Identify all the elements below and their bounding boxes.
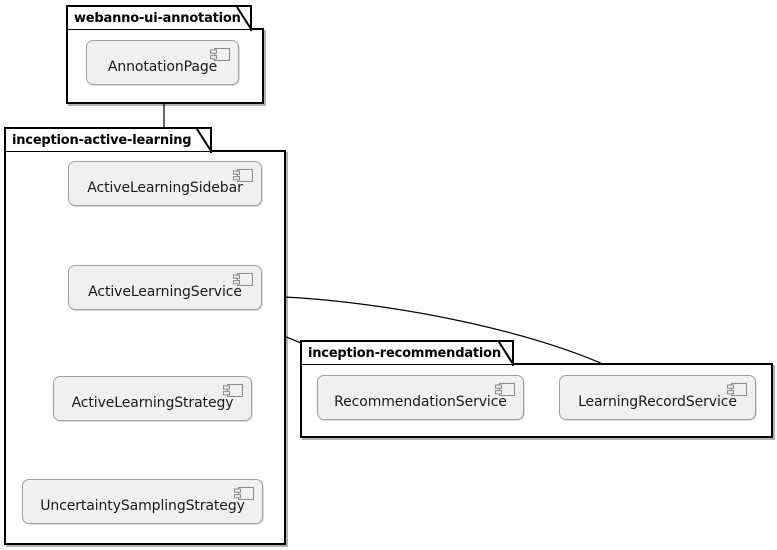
component-annotation-page[interactable]: AnnotationPage bbox=[86, 40, 239, 85]
component-recommendation-service[interactable]: RecommendationService bbox=[317, 375, 524, 420]
component-label-active-learning-service: ActiveLearningService bbox=[88, 284, 242, 300]
package-tab-fold-icon bbox=[196, 128, 212, 153]
component-label-annotation-page: AnnotationPage bbox=[107, 59, 218, 75]
package-tab-fold-icon bbox=[498, 341, 514, 366]
package-label-inception-recommendation: inception-recommendation bbox=[308, 345, 501, 361]
component-icon bbox=[233, 169, 253, 182]
package-tab-inception-active-learning: inception-active-learning bbox=[4, 127, 212, 153]
package-inception-recommendation[interactable]: inception-recommendation RecommendationS… bbox=[300, 340, 773, 438]
package-inception-active-learning[interactable]: inception-active-learning ActiveLearning… bbox=[4, 127, 286, 545]
component-label-learning-record-service: LearningRecordService bbox=[578, 394, 737, 410]
component-uncertainty-sampling-strategy[interactable]: UncertaintySamplingStrategy bbox=[22, 479, 263, 524]
component-label-active-learning-strategy: ActiveLearningStrategy bbox=[71, 395, 234, 411]
component-icon bbox=[210, 48, 230, 61]
component-active-learning-strategy[interactable]: ActiveLearningStrategy bbox=[53, 376, 252, 421]
component-active-learning-service[interactable]: ActiveLearningService bbox=[68, 265, 262, 310]
package-label-webanno-ui-annotation: webanno-ui-annotation bbox=[74, 10, 241, 26]
component-icon bbox=[223, 384, 243, 397]
component-label-active-learning-sidebar: ActiveLearningSidebar bbox=[87, 180, 243, 196]
package-label-inception-active-learning: inception-active-learning bbox=[12, 132, 192, 148]
component-learning-record-service[interactable]: LearningRecordService bbox=[559, 375, 756, 420]
component-label-recommendation-service: RecommendationService bbox=[334, 394, 507, 410]
package-tab-fold-icon bbox=[236, 6, 252, 31]
component-label-uncertainty-sampling-strategy: UncertaintySamplingStrategy bbox=[40, 498, 245, 514]
package-tab-webanno-ui-annotation: webanno-ui-annotation bbox=[66, 5, 252, 31]
package-webanno-ui-annotation[interactable]: webanno-ui-annotation AnnotationPage bbox=[66, 5, 264, 104]
component-icon bbox=[234, 487, 254, 500]
package-tab-inception-recommendation: inception-recommendation bbox=[300, 340, 514, 366]
component-icon bbox=[233, 273, 253, 286]
component-icon bbox=[495, 383, 515, 396]
component-active-learning-sidebar[interactable]: ActiveLearningSidebar bbox=[68, 161, 262, 206]
component-icon bbox=[727, 383, 747, 396]
